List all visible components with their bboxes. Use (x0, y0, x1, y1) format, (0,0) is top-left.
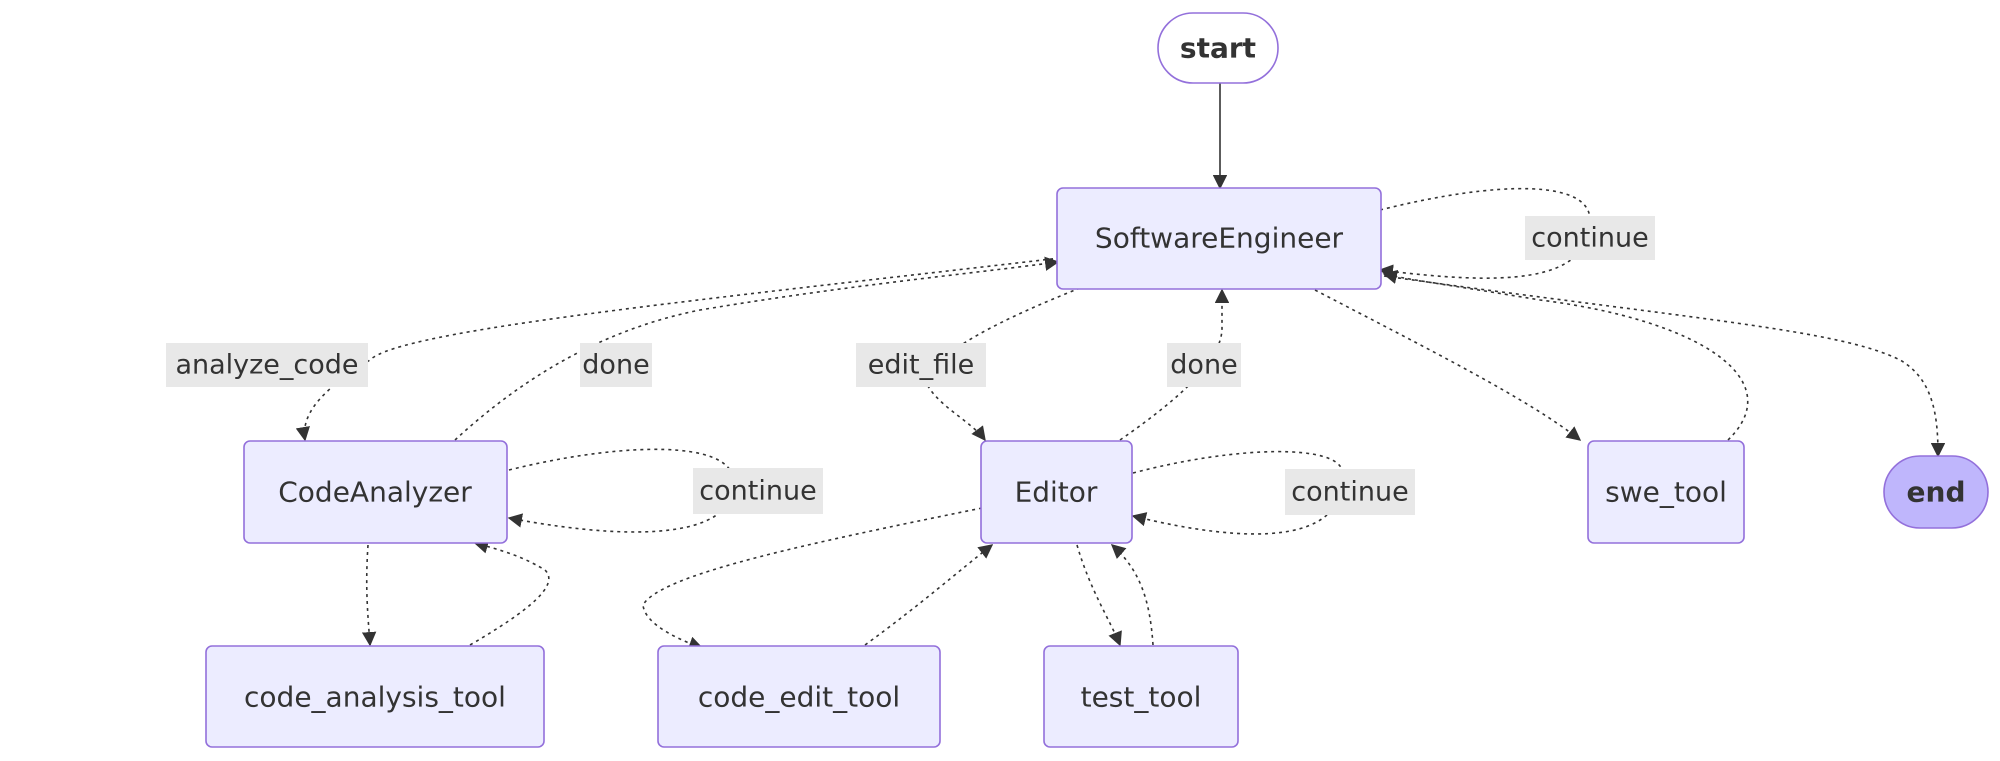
node-start[interactable]: start (1157, 12, 1279, 84)
edge-codeanalyzer-to-softwareengineer (454, 256, 1060, 441)
edge-swetool-to-softwareengineer (1382, 269, 1749, 441)
edge-label-softwareengineer-continue: continue (1525, 216, 1655, 260)
svg-text:continue: continue (699, 476, 816, 507)
svg-text:end: end (1907, 476, 1966, 509)
edge-editor-self-loop (1131, 450, 1344, 535)
edge-codeanalysistool-to-codeanalyzer (469, 539, 550, 646)
edge-label-editor-continue: continue (1285, 469, 1415, 515)
svg-text:analyze_code: analyze_code (175, 350, 358, 381)
svg-text:continue: continue (1291, 477, 1408, 508)
svg-text:edit_file: edit_file (868, 350, 974, 381)
svg-text:CodeAnalyzer: CodeAnalyzer (278, 476, 472, 509)
svg-text:code_edit_tool: code_edit_tool (698, 681, 900, 714)
edge-label-codeanalyzer-continue: continue (693, 468, 823, 514)
node-swetool[interactable]: swe_tool (1587, 440, 1745, 544)
edges (295, 82, 1946, 651)
edge-editor-to-softwareengineer (1119, 288, 1230, 441)
nodes: start SoftwareEngineer CodeAnalyzer Edit… (205, 12, 1989, 748)
edge-label-edit-file: edit_file (856, 343, 986, 387)
node-codeanalyzer[interactable]: CodeAnalyzer (243, 440, 508, 544)
edge-softwareengineer-to-swetool (1314, 289, 1582, 441)
edge-softwareengineer-to-end (1383, 275, 1946, 458)
edge-testtool-to-editor (1110, 544, 1154, 646)
node-codeanalysistool[interactable]: code_analysis_tool (205, 645, 545, 748)
edge-codeanalyzer-self-loop (507, 448, 734, 533)
svg-text:done: done (1170, 350, 1237, 381)
node-testtool[interactable]: test_tool (1043, 645, 1239, 748)
svg-text:swe_tool: swe_tool (1605, 476, 1727, 509)
edge-labels: continue analyze_code done edit_file don… (166, 216, 1655, 515)
edge-codeanalyzer-to-codeanalysistool (361, 544, 377, 647)
node-editor[interactable]: Editor (980, 440, 1133, 544)
svg-text:code_analysis_tool: code_analysis_tool (244, 681, 506, 714)
edge-editor-to-codeedittool (642, 507, 983, 651)
edge-softwareengineer-to-codeanalyzer (295, 257, 1061, 442)
node-softwareengineer[interactable]: SoftwareEngineer (1056, 187, 1382, 290)
svg-text:test_tool: test_tool (1081, 681, 1202, 714)
node-end[interactable]: end (1883, 455, 1989, 529)
svg-text:continue: continue (1531, 223, 1648, 254)
edge-codeedittool-to-editor (864, 544, 994, 646)
edge-label-editor-done: done (1167, 343, 1241, 387)
edge-label-analyze-code: analyze_code (166, 343, 368, 387)
svg-text:SoftwareEngineer: SoftwareEngineer (1095, 222, 1344, 255)
edge-editor-to-testtool (1076, 544, 1122, 647)
svg-text:Editor: Editor (1015, 476, 1098, 509)
svg-text:done: done (582, 350, 649, 381)
svg-text:start: start (1180, 32, 1256, 65)
edge-label-codeanalyzer-done: done (580, 343, 652, 387)
node-codeedittool[interactable]: code_edit_tool (657, 645, 941, 748)
